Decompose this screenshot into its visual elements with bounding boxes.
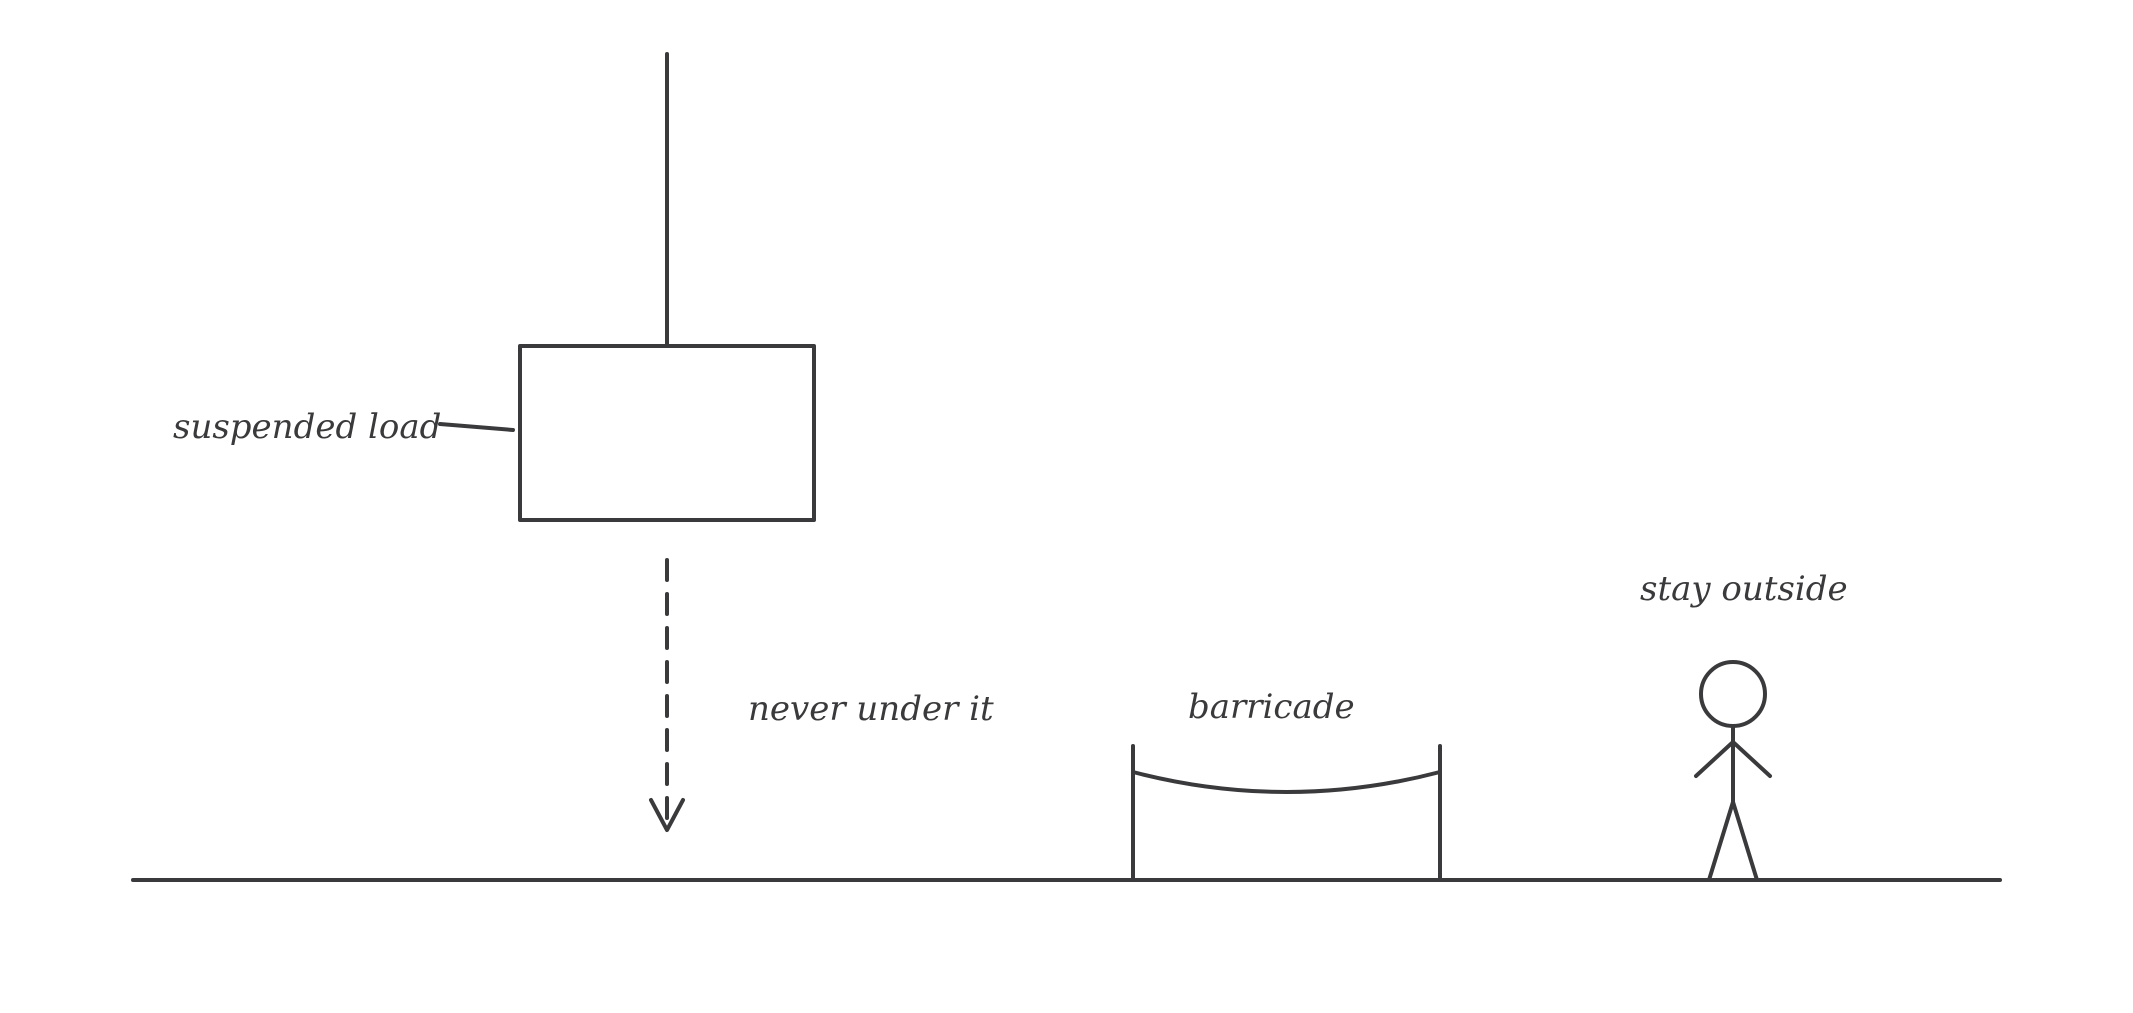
suspended-load-label: suspended load	[173, 407, 441, 447]
drop-arrow-head-icon	[649, 798, 685, 832]
barricade-label: barricade	[1188, 687, 1355, 727]
person-icon	[1694, 660, 1772, 882]
never-under-it-label: never under it	[748, 689, 994, 729]
load-leader-line	[438, 422, 515, 432]
person-legs	[1707, 800, 1759, 882]
stay-outside-label: stay outside	[1640, 569, 1848, 609]
barricade-rope	[1131, 770, 1442, 794]
suspended-load-box	[518, 344, 816, 522]
person-arms	[1694, 740, 1772, 778]
person-head	[1699, 660, 1767, 728]
